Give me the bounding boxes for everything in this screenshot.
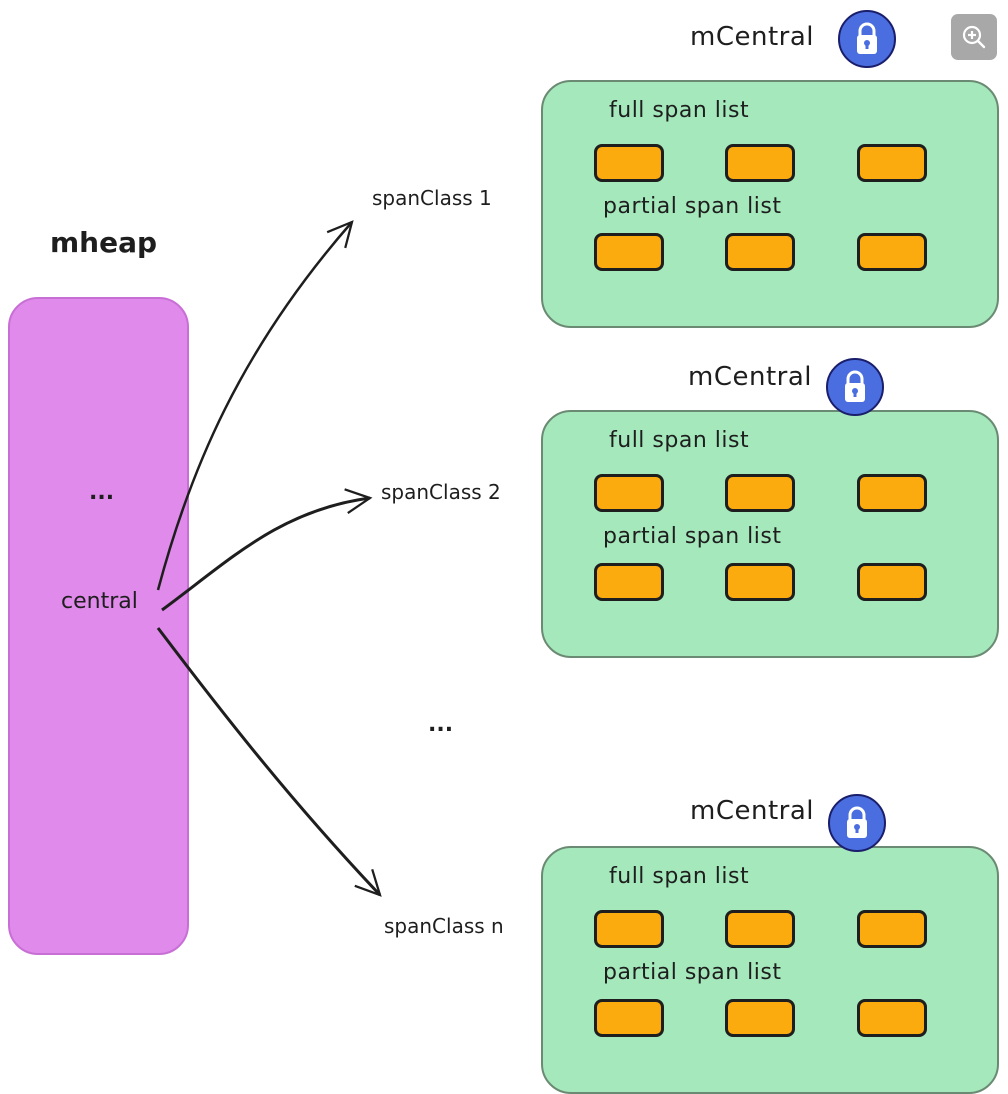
span-node (594, 563, 664, 601)
span-node (594, 144, 664, 182)
mheap-box (8, 297, 189, 955)
span-node (857, 910, 927, 948)
span-node (857, 563, 927, 601)
full-span-list-label: full span list (609, 98, 750, 123)
zoom-in-button[interactable] (951, 14, 997, 60)
full-span-list-label: full span list (609, 864, 750, 889)
mheap-ellipsis: ... (89, 480, 115, 505)
partial-span-list-label: partial span list (603, 960, 782, 985)
span-node (594, 474, 664, 512)
full-span-list-label: full span list (609, 428, 750, 453)
span-node (857, 144, 927, 182)
span-node (725, 999, 795, 1037)
mheap-central-field: central (61, 589, 138, 614)
span-node (594, 233, 664, 271)
mheap-title: mheap (50, 226, 158, 259)
span-node (857, 999, 927, 1037)
spanclass-n-label: spanClass n (384, 914, 504, 938)
span-node (725, 563, 795, 601)
arrow-central-to-spanclass-1 (156, 220, 354, 591)
partial-span-list-label: partial span list (603, 524, 782, 549)
mcentral-box (541, 80, 999, 328)
span-node (857, 474, 927, 512)
span-node (594, 999, 664, 1037)
span-node (725, 233, 795, 271)
span-node (725, 910, 795, 948)
mcentral-box (541, 410, 999, 658)
arrow-central-to-spanclass-2 (161, 488, 373, 612)
lock-icon (826, 358, 884, 416)
mcentral-title: mCentral (690, 796, 814, 826)
partial-span-list-label: partial span list (603, 194, 782, 219)
spanclass-1-label: spanClass 1 (372, 186, 492, 210)
spanclass-ellipsis: ... (428, 712, 454, 737)
mcentral-title: mCentral (688, 362, 812, 392)
lock-icon (838, 10, 896, 68)
lock-icon (828, 794, 886, 852)
span-node (857, 233, 927, 271)
arrow-central-to-spanclass-n (156, 627, 382, 897)
zoom-in-icon (962, 25, 986, 49)
span-node (725, 474, 795, 512)
span-node (594, 910, 664, 948)
span-node (725, 144, 795, 182)
spanclass-2-label: spanClass 2 (381, 480, 501, 504)
mcentral-title: mCentral (690, 22, 814, 52)
